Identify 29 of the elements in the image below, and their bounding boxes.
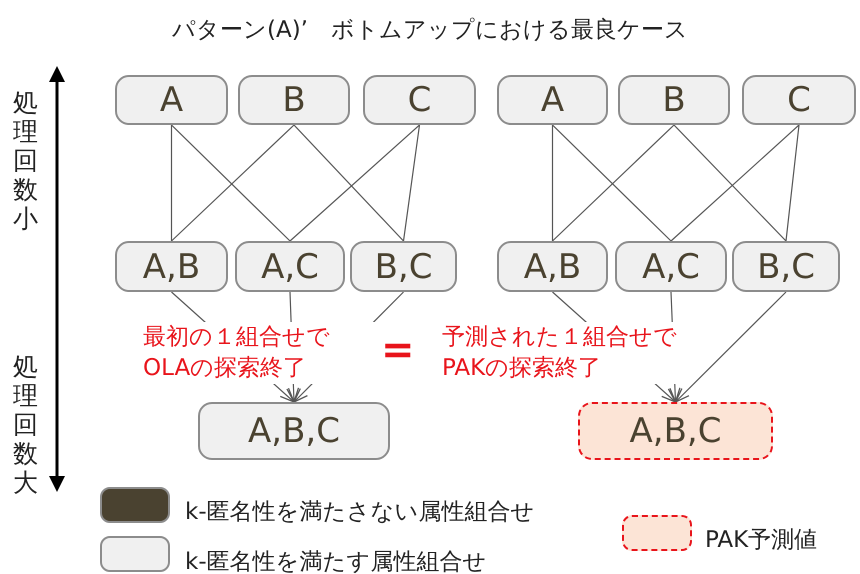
legend-label: k-匿名性を満たす属性組合せ xyxy=(185,548,487,574)
attribute-box: A xyxy=(115,75,228,125)
attribute-box: A,B,C xyxy=(198,402,390,460)
attribute-box: C xyxy=(363,75,476,125)
attribute-box: A,B xyxy=(497,241,608,292)
attribute-box: B xyxy=(238,75,350,125)
equals-sign: = xyxy=(381,328,415,372)
connector-line xyxy=(290,124,420,242)
attribute-box: C xyxy=(742,75,856,125)
connector-line xyxy=(170,125,172,241)
attribute-box: B,C xyxy=(732,241,840,292)
attribute-box: B xyxy=(618,75,730,125)
axis-label: 処理回数大 xyxy=(13,352,39,497)
arrow xyxy=(674,292,786,403)
attribute-box: A,B xyxy=(115,241,228,292)
connector-line xyxy=(785,124,800,242)
connector-line xyxy=(552,125,554,241)
annotation-text: 予測された１組合せで PAKの探索終了 xyxy=(442,322,677,384)
attribute-box: A xyxy=(497,75,608,125)
legend-label: k-匿名性を満たさない属性組合せ xyxy=(185,498,535,527)
connector-line xyxy=(294,124,404,242)
axis-label: 処理回数小 xyxy=(13,88,39,233)
prediction-box: A,B,C xyxy=(578,402,773,460)
connector-line xyxy=(402,124,420,242)
legend-label: PAK予測値 xyxy=(705,526,818,555)
title: パターン(A)’ ボトムアップにおける最良ケース xyxy=(171,16,689,45)
attribute-box: B,C xyxy=(350,241,457,292)
attribute-box: A,C xyxy=(615,241,727,292)
attribute-box: A,C xyxy=(235,241,345,292)
